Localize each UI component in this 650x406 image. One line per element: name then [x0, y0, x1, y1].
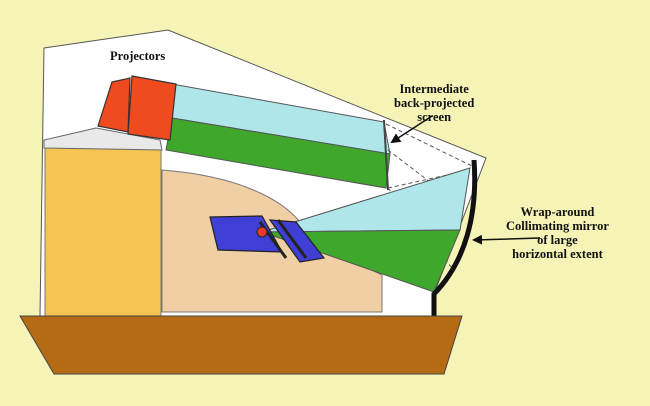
- projectors-label: Projectors: [110, 49, 166, 63]
- collimating-mirror-label: Wrap-around Collimating mirror of large …: [506, 205, 609, 261]
- console-panel: [44, 143, 162, 317]
- projector-housing: [43, 127, 163, 151]
- intermediate-screen-label: Intermediate back-projected screen: [394, 82, 474, 124]
- collimating-mirror: [431, 159, 478, 316]
- mirror-label-line-4: horizontal extent: [512, 247, 603, 261]
- screen-label-line-2: back-projected: [394, 96, 475, 110]
- projector-right: [127, 75, 177, 141]
- mirror-label-line-3: of large: [537, 233, 578, 247]
- pilot-seat-front: [268, 219, 326, 263]
- mirror-label-line-2: Collimating mirror: [506, 219, 609, 233]
- dashed-ray-top: [385, 123, 473, 167]
- screen-label-line-3: screen: [417, 110, 452, 124]
- screen-label-arrow: [390, 115, 433, 144]
- intermediate-screen: [383, 119, 389, 191]
- screen-label-line-1: Intermediate: [399, 82, 469, 96]
- seat-frame-2: [276, 219, 308, 259]
- pilot-eye-point: [256, 226, 268, 238]
- mirror-label-arrow: [472, 234, 541, 245]
- mirror-label-line-1: Wrap-around: [520, 205, 595, 219]
- base-platform: [19, 315, 463, 375]
